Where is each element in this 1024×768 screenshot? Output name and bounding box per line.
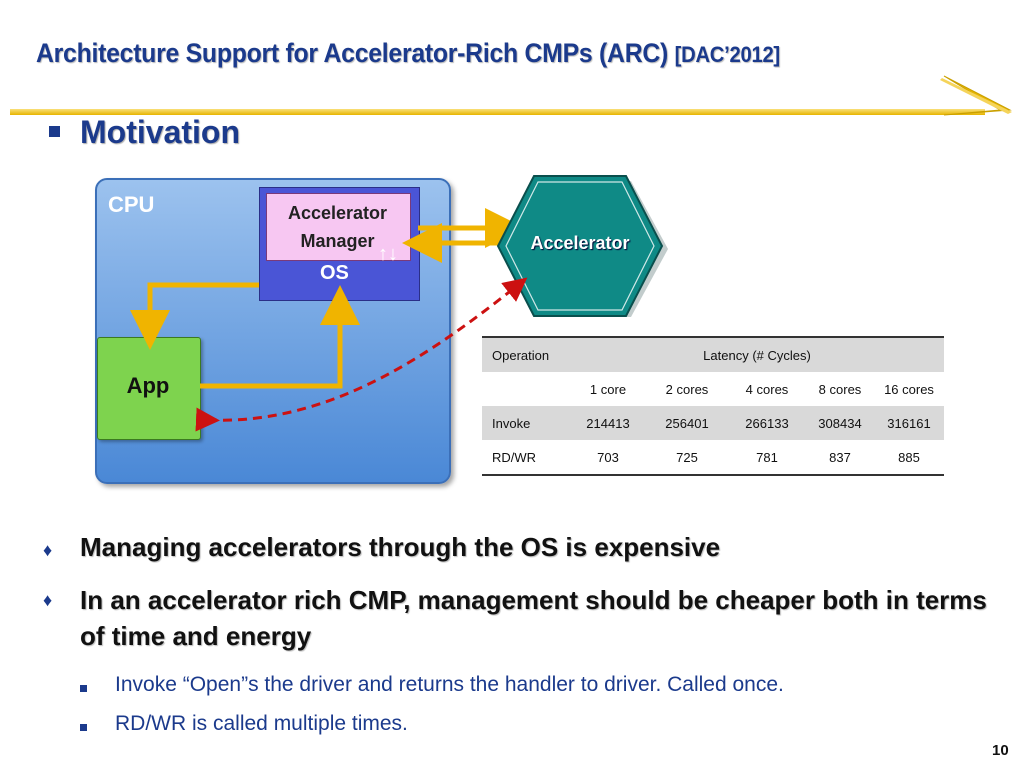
os-to-app-arrow — [130, 282, 259, 350]
accelerator-manager-box — [266, 193, 411, 261]
table-cell: 316161 — [874, 406, 944, 440]
app-label: App — [126, 373, 170, 398]
square-bullet-icon — [80, 685, 87, 692]
table-cell: 8 cores — [818, 381, 862, 397]
table-cell: 256401 — [646, 406, 728, 440]
table-cell: 266133 — [728, 406, 806, 440]
bullet-text: In an accelerator rich CMP, management s… — [80, 585, 987, 651]
sub-bullet-text: Invoke “Open”s the driver and returns th… — [115, 673, 784, 696]
accelerator-label: Accelerator — [530, 233, 630, 253]
latency-table: Operation Latency (# Cycles) 1 core 2 co… — [482, 336, 944, 476]
heading-bullet-icon — [49, 126, 60, 137]
cpu-label: CPU — [108, 192, 155, 217]
diamond-bullet-icon: ♦ — [43, 540, 53, 560]
table-cell: 2 cores — [665, 381, 709, 397]
table-cell: 885 — [898, 449, 920, 465]
table-cell: 1 core — [589, 381, 627, 397]
sub-bullet-text: RD/WR is called multiple times. — [115, 712, 408, 735]
table-cell: Invoke — [482, 406, 570, 440]
square-bullet-icon — [80, 724, 87, 731]
updown-arrows-icon: ↑↓ — [378, 243, 398, 265]
table-header-row: Operation Latency (# Cycles) — [482, 337, 944, 372]
table-cell: 4 cores — [745, 381, 789, 397]
table-cell: 725 — [676, 449, 698, 465]
table-core-row: 1 core 2 cores 4 cores 8 cores 16 cores — [482, 372, 944, 406]
table-row: Invoke 214413 256401 266133 308434 31616… — [482, 406, 944, 440]
header-rule — [10, 109, 985, 115]
table-cell: 214413 — [570, 406, 646, 440]
table-header-latency: Latency (# Cycles) — [570, 337, 944, 372]
diamond-bullet-icon: ♦ — [43, 590, 53, 610]
section-heading: Motivation — [80, 114, 240, 150]
accelerator-manager-label: Accelerator Manager — [287, 203, 388, 251]
app-to-os-arrow — [200, 285, 360, 389]
app-accelerator-direct-arrow — [195, 277, 528, 432]
slide-title-ref: [DAC’2012] — [674, 42, 781, 67]
table-cell: RD/WR — [492, 449, 537, 465]
slide-title-main: Architecture Support for Accelerator-Ric… — [36, 38, 669, 68]
accelerator-hexagon — [496, 175, 668, 317]
table-cell: 308434 — [806, 406, 874, 440]
table-cell: 781 — [756, 449, 778, 465]
table-header-operation: Operation — [482, 337, 570, 372]
slide-title: Architecture Support for Accelerator-Ric… — [36, 38, 780, 69]
table-cell: 703 — [597, 449, 619, 465]
table-cell: 837 — [829, 449, 851, 465]
header-arrow-decoration — [940, 75, 1012, 116]
table-row: RD/WR 703 725 781 837 885 — [482, 440, 944, 475]
table-cell: 16 cores — [884, 381, 934, 397]
page-number: 10 — [992, 742, 1009, 759]
bullet-text: Managing accelerators through the OS is … — [80, 532, 721, 562]
